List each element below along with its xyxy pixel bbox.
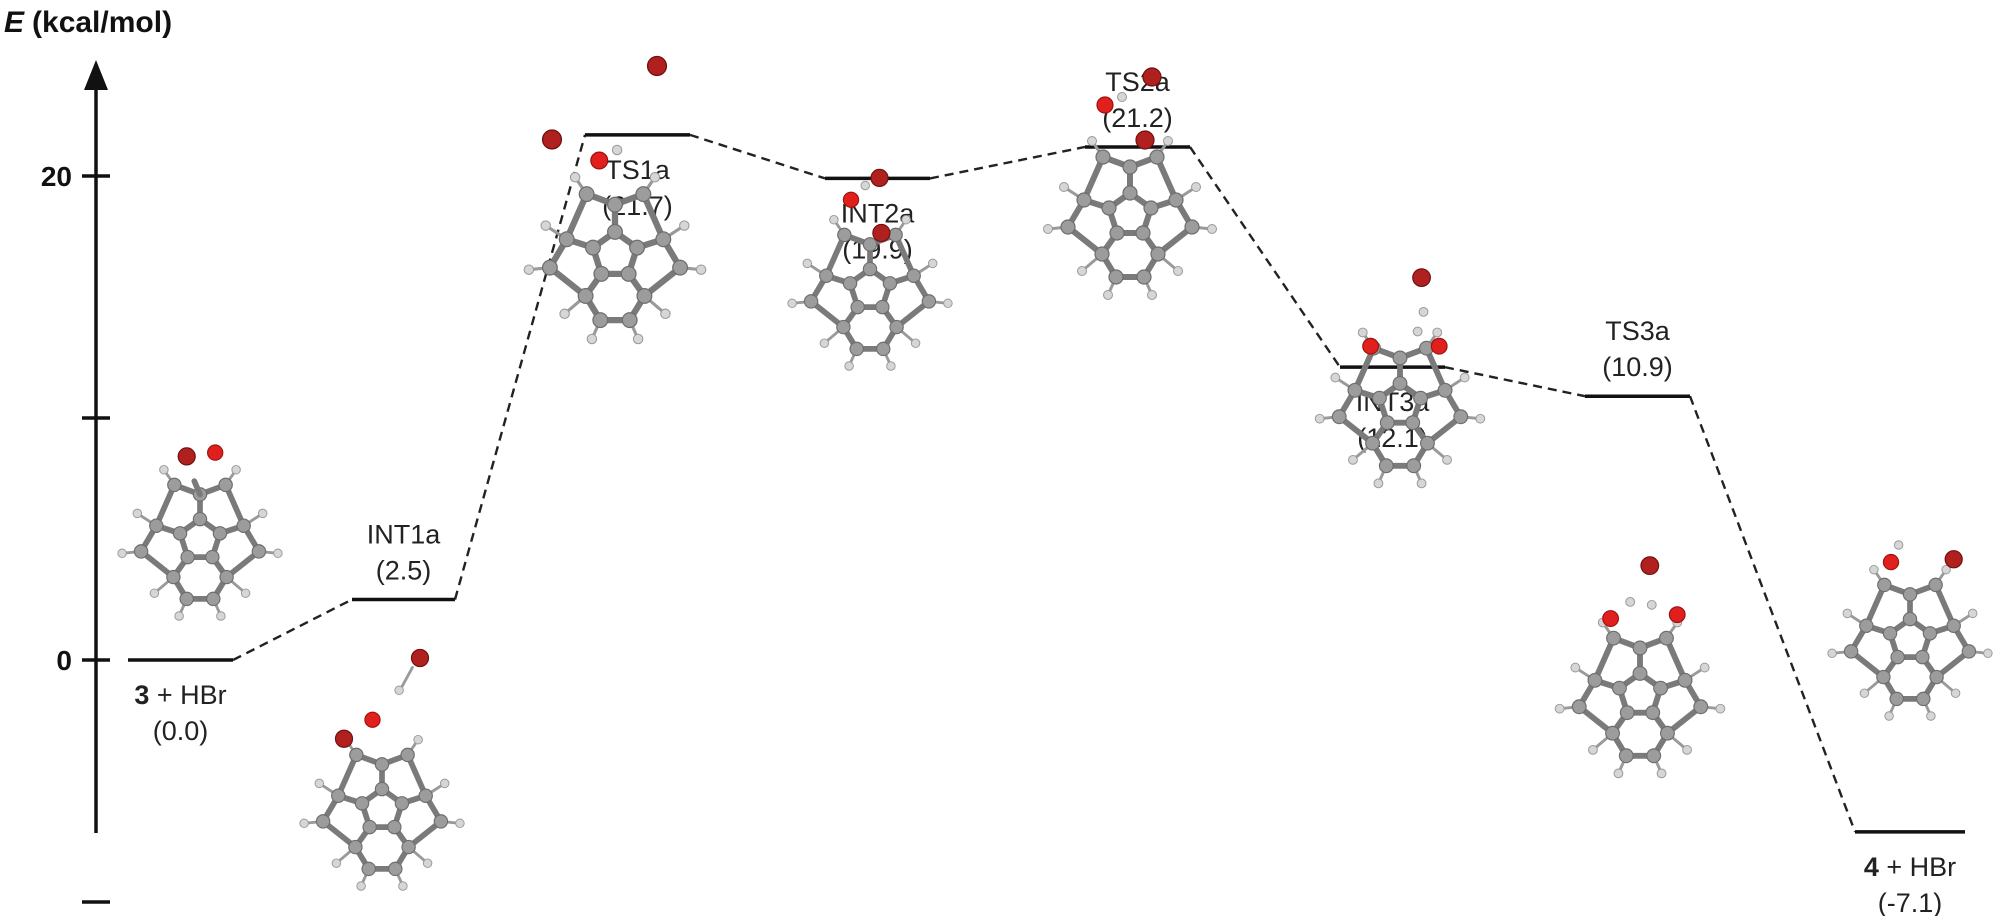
state-name-s4: 4 + HBr <box>1864 852 1956 882</box>
state-energy-ts2a: (21.2) <box>1102 103 1173 133</box>
state-name-int1a: INT1a <box>367 520 442 550</box>
molecule-3 <box>118 444 282 620</box>
connector-ts3a-s4 <box>1688 395 1857 833</box>
state-name-ts2a: TS2a <box>1105 67 1171 97</box>
state-labels: 3 + HBr(0.0)INT1a(2.5)TS1a(21.7)INT2a(19… <box>134 67 1956 916</box>
molecule-4 <box>1828 540 1992 721</box>
state-name-s3: 3 + HBr <box>134 680 226 710</box>
state-name-main: TS3a <box>1605 316 1671 346</box>
y-axis-ticks: 02040 <box>41 161 110 904</box>
y-tick-label: 0 <box>56 645 72 676</box>
state-name-ts3a: TS3a <box>1605 316 1671 346</box>
axis-title: E(kcal/mol) <box>4 6 172 39</box>
connector-ts1a-int2a <box>689 133 826 180</box>
molecule-ts1a <box>524 55 706 344</box>
state-connectors <box>232 133 1857 833</box>
axis-title-unit: (kcal/mol) <box>32 6 172 39</box>
molecule-int2a <box>788 168 952 370</box>
state-name-main: 3 <box>134 680 149 710</box>
state-energy-s4: (-7.1) <box>1878 888 1943 916</box>
connector-int3a-ts3a <box>1444 366 1586 398</box>
state-name-main: 4 <box>1864 852 1879 882</box>
y-axis-arrowhead <box>84 60 108 90</box>
state-energy-s3: (0.0) <box>153 716 209 746</box>
state-energy-ts3a: (10.9) <box>1602 352 1673 382</box>
state-name-suffix: + HBr <box>149 680 226 710</box>
connector-int2a-ts2a <box>929 145 1086 180</box>
energy-levels <box>128 133 1965 834</box>
state-name-suffix: + HBr <box>1879 852 1956 882</box>
y-tick-label: 20 <box>41 161 72 192</box>
molecule-ts3a <box>1555 556 1725 778</box>
connector-int1a-ts1a <box>453 134 587 600</box>
state-name-main: TS1a <box>605 155 671 185</box>
molecule-ts2a <box>1044 67 1217 300</box>
state-name-main: TS2a <box>1105 67 1171 97</box>
molecule-int1a <box>300 648 464 890</box>
connector-ts2a-int3a <box>1189 146 1341 368</box>
state-name-ts1a: TS1a <box>605 155 671 185</box>
axis-title-symbol: E <box>4 6 25 39</box>
connector-s3-int1a <box>232 598 353 662</box>
state-energy-int1a: (2.5) <box>376 556 432 586</box>
state-name-main: INT1a <box>367 520 442 550</box>
molecule-int3a <box>1315 268 1485 488</box>
